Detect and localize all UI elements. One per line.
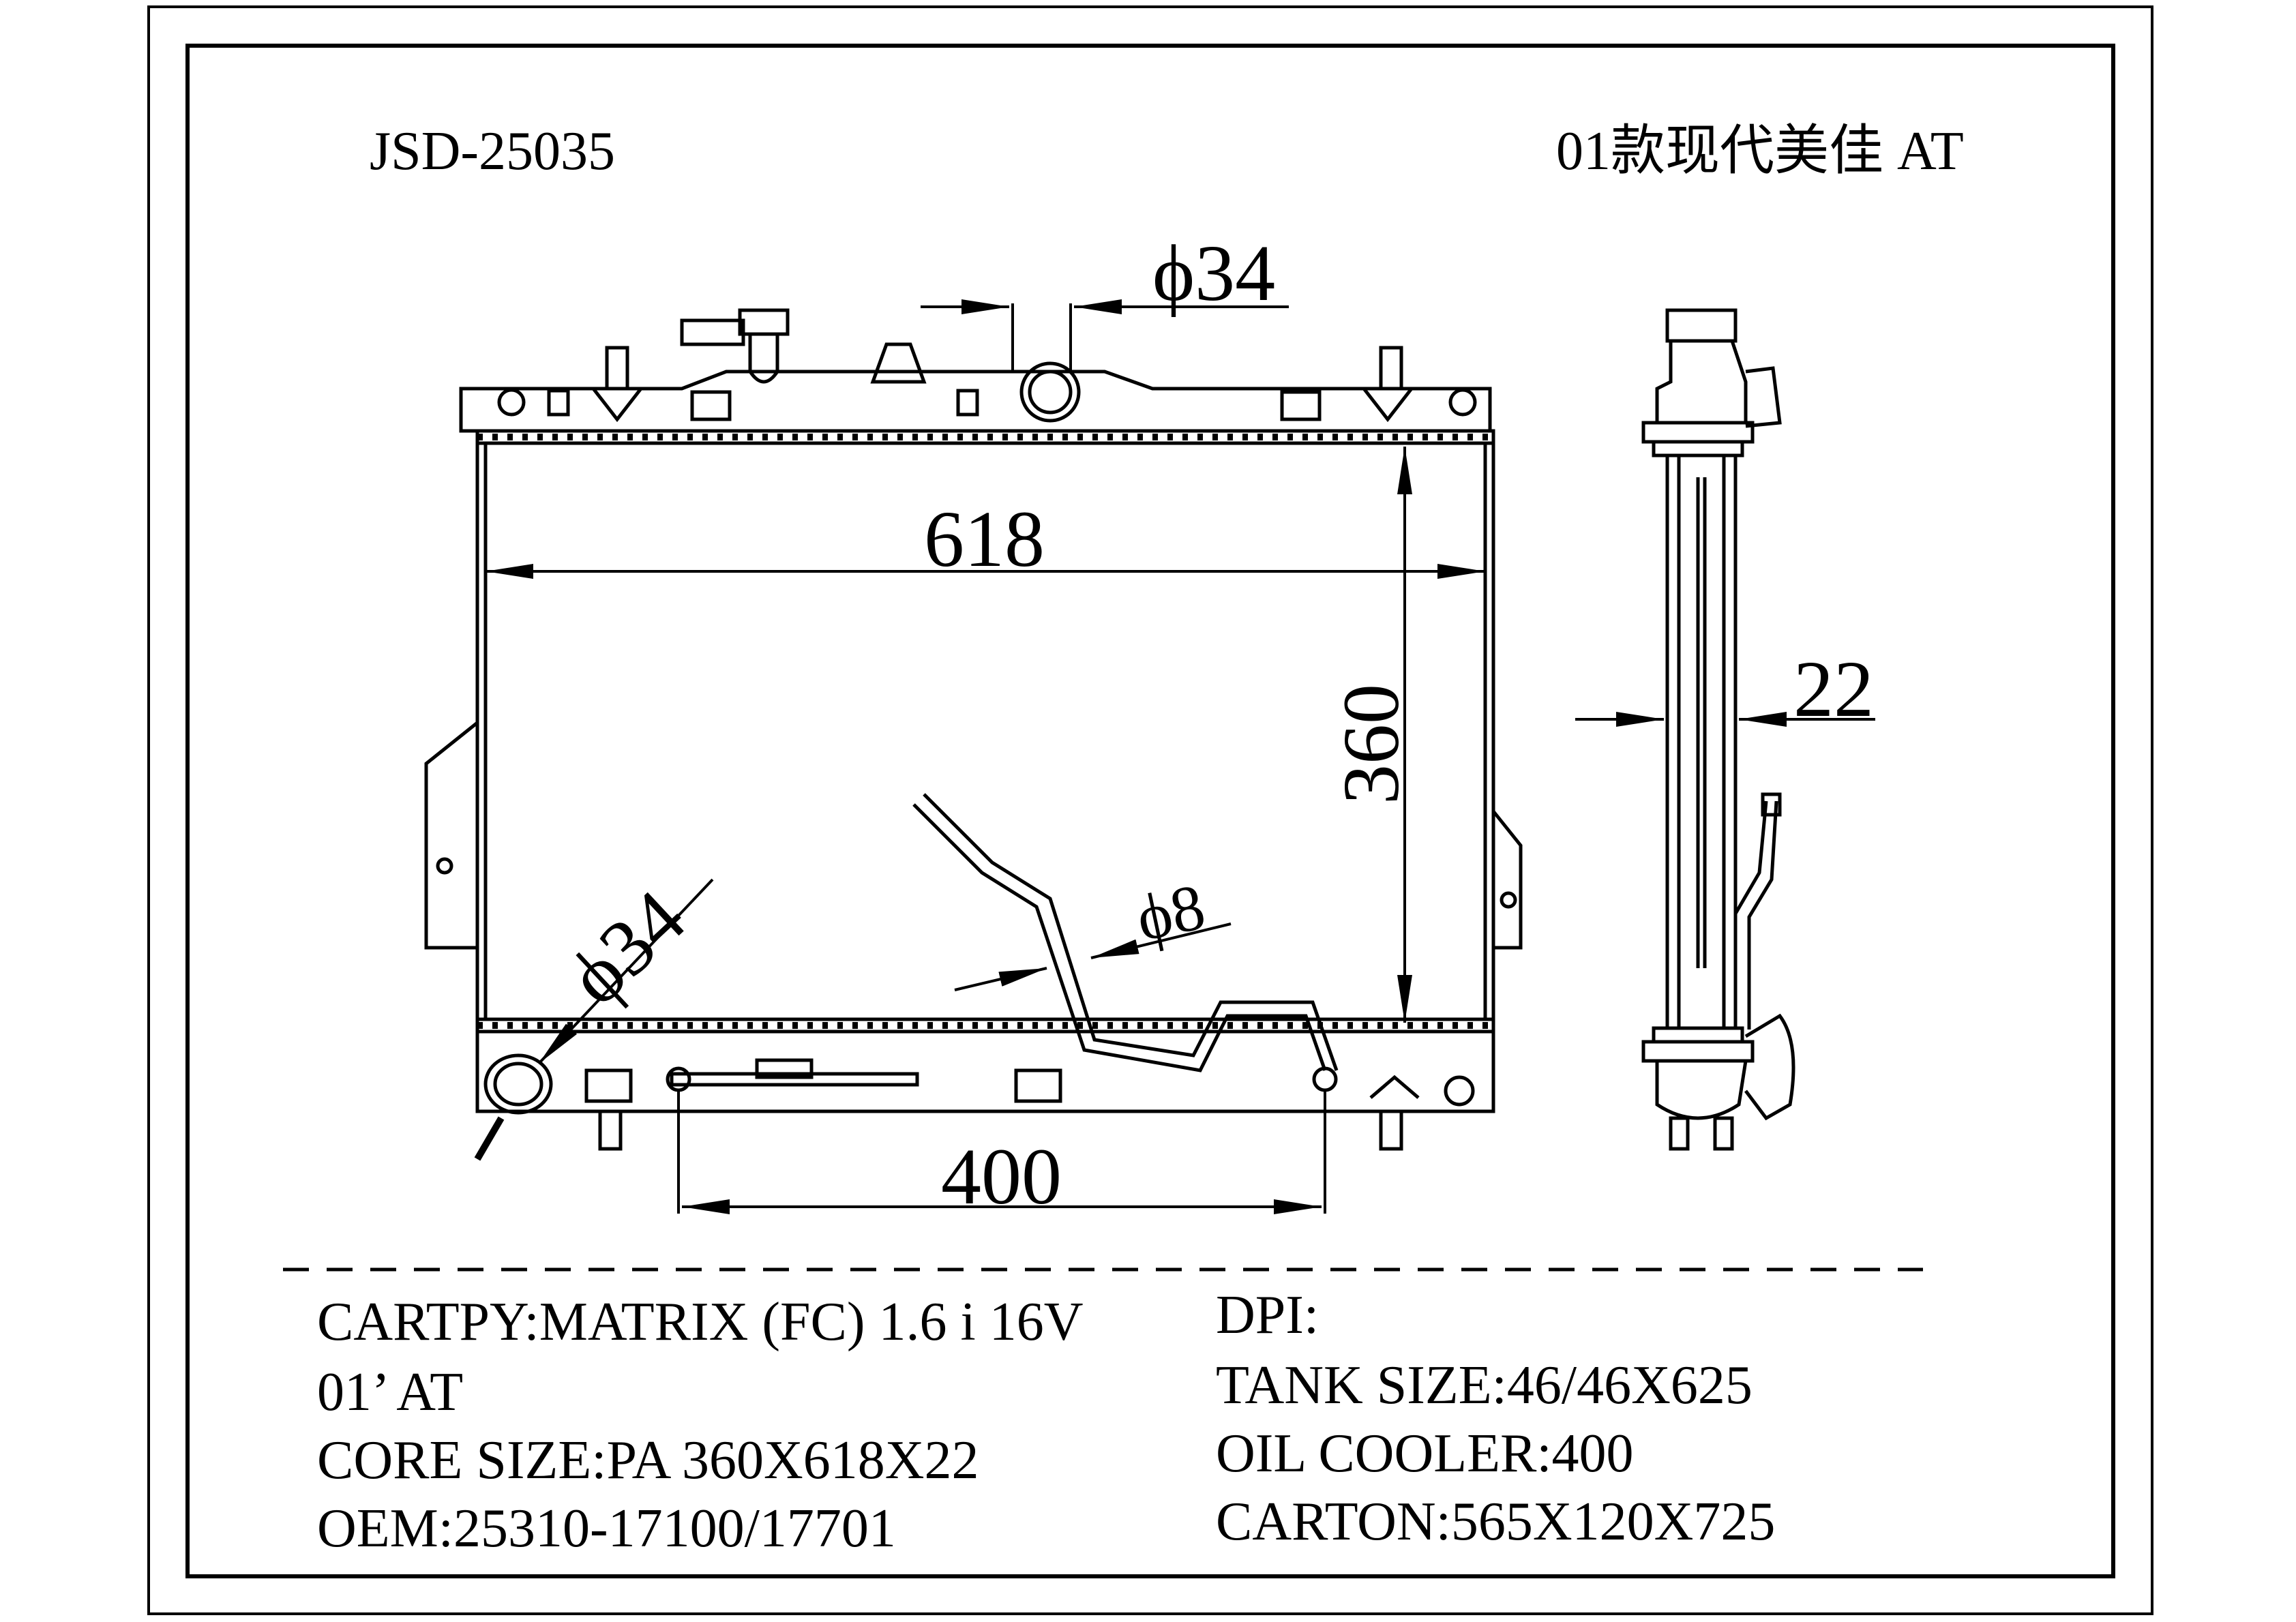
spec-carton: CARTON:565X120X725 [1216,1492,1775,1552]
top-mount-pin-right [1379,346,1403,391]
radiator-side-view [1641,308,1795,1151]
radiator-front-view [424,308,1523,1151]
spec-dpi: DPI: [1216,1285,1319,1345]
spec-oem: OEM:25310-17100/17701 [317,1499,896,1559]
spec-column-right: DPI: TANK SIZE:46/46X625 OIL COOLER:400 … [1216,1285,1775,1552]
upper-hose-inlet [1019,361,1081,423]
dim-core-thickness-label: 22 [1793,644,1874,734]
bottom-tank [475,1030,1495,1113]
dim-core-height-label: 360 [1326,684,1416,805]
top-mount-pin-left [605,346,629,391]
dim-oil-cooler [677,1091,1326,1214]
dim-oil-pipe-label: ϕ8 [1130,869,1211,955]
lower-hose-outlet [483,1053,553,1115]
dim-outlet-label: ϕ34 [551,873,702,1022]
dim-oil-cooler-label: 400 [941,1132,1062,1221]
spec-year-trans: 01’ AT [317,1362,463,1422]
dim-outlet [474,878,714,1161]
side-bracket-left [424,721,479,950]
spec-oil-cooler: OIL COOLER:400 [1216,1424,1634,1484]
spec-tank-size: TANK SIZE:46/46X625 [1216,1355,1753,1415]
oil-cooler-pipe [912,803,1327,1072]
spec-core-size: CORE SIZE:PA 360X618X22 [317,1430,979,1490]
part-number: JSD-25035 [370,121,615,181]
inner-frame [185,44,2115,1578]
model-title: 01款现代美佳 AT [1556,121,1964,181]
dim-inlet-top [921,299,1289,372]
dim-inlet-top-label: ϕ34 [1152,228,1275,318]
side-bracket-right [1492,810,1523,950]
bottom-mount-pin-left [598,1109,623,1151]
bottom-mount-pin-right [1379,1109,1403,1151]
oil-cooler-rod [670,1072,919,1087]
dim-core-width-label: 618 [924,494,1045,584]
spec-column-left: CARTPY:MATRIX (FC) 1.6 i 16V 01’ AT CORE… [317,1292,1084,1559]
dim-oil-pipe [954,922,1232,991]
spec-cartpy: CARTPY:MATRIX (FC) 1.6 i 16V [317,1292,1084,1352]
outer-frame [147,5,2153,1615]
filler-neck-cap [738,308,790,336]
